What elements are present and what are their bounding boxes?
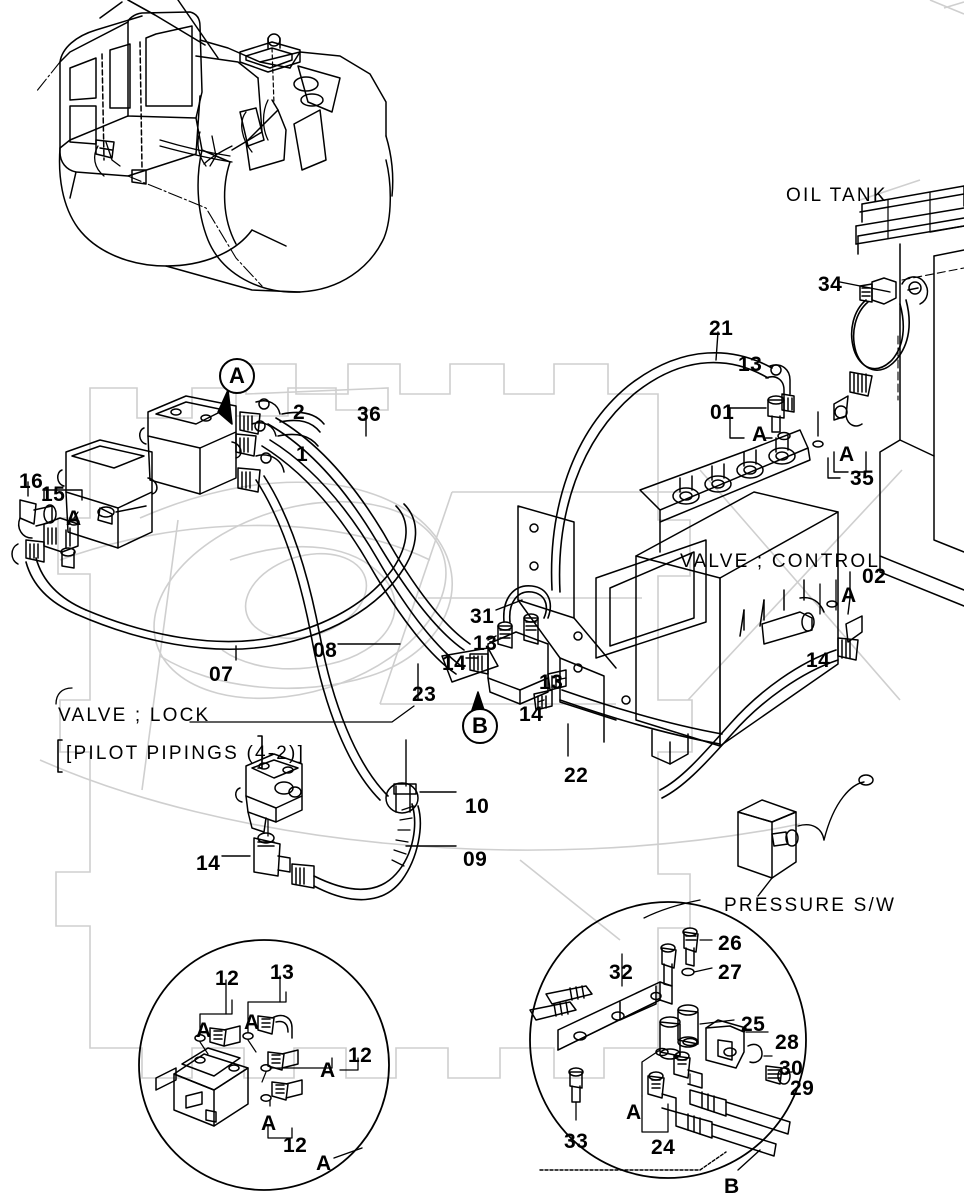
hoses-08-23-36 [235,398,471,801]
callout-cA4[interactable]: A [66,507,82,530]
valve-lock-assembly [55,687,457,901]
oil-tank-assembly [833,185,964,607]
callout-c31[interactable]: 31 [470,605,495,628]
callout-c21[interactable]: 21 [709,317,734,340]
callout-cA_a4[interactable]: A [261,1112,277,1135]
callout-c33[interactable]: 33 [564,1130,589,1153]
callout-c09[interactable]: 09 [463,848,488,871]
callout-cA_a2[interactable]: A [244,1011,260,1034]
valve-control-title: VALVE ; CONTROL [680,551,881,572]
valve-lock-title: VALVE ; LOCK [58,705,211,726]
callout-cA_b[interactable]: A [626,1101,642,1124]
left-valve-assembly [18,389,242,569]
callout-c15[interactable]: 15 [41,483,66,506]
callout-cA3[interactable]: A [841,584,857,607]
callout-c32[interactable]: 32 [609,961,634,984]
center-manifold [441,585,723,757]
pressure-switch-title: PRESSURE S/W [724,895,897,916]
detail-circle-a [138,939,390,1191]
callout-c02[interactable]: 02 [862,565,887,588]
detail-circle-b [529,899,807,1179]
callout-c30[interactable]: 30 [779,1057,804,1080]
machine-overview-illustration [35,0,394,293]
detail-balloon-b[interactable]: B [462,708,498,744]
callout-c24[interactable]: 24 [651,1136,676,1159]
valve-control-assembly [517,395,841,765]
callout-c27[interactable]: 27 [718,961,743,984]
callout-cA2[interactable]: A [839,443,855,466]
callout-cA_a3[interactable]: A [320,1059,336,1082]
callout-c36[interactable]: 36 [357,403,382,426]
callout-cA_a1[interactable]: A [196,1019,212,1042]
hose-02-right [659,571,863,799]
callout-cB_circle[interactable]: B [724,1175,740,1198]
callout-c35[interactable]: 35 [850,467,875,490]
callout-c2[interactable]: 2 [293,401,305,424]
callout-c12_a[interactable]: 12 [215,967,240,990]
callout-cA_circle[interactable]: A [316,1152,332,1175]
electrical-component [737,774,874,897]
callout-c1[interactable]: 1 [296,443,308,466]
callout-c28[interactable]: 28 [775,1031,800,1054]
callout-c08[interactable]: 08 [313,639,338,662]
callout-c14_right[interactable]: 14 [806,649,831,672]
callout-c13_a[interactable]: 13 [270,961,295,984]
callout-c14_m1[interactable]: 14 [442,652,467,675]
callout-c29[interactable]: 29 [790,1077,815,1100]
hose-21 [550,331,795,593]
callout-c26[interactable]: 26 [718,932,743,955]
callout-c13_top[interactable]: 13 [738,353,763,376]
detail-balloon-a[interactable]: A [219,358,255,394]
callout-c22[interactable]: 22 [564,764,589,787]
callout-c16[interactable]: 16 [19,470,44,493]
callout-c12_b[interactable]: 12 [348,1044,373,1067]
callout-c12_c[interactable]: 12 [283,1134,308,1157]
callout-c25[interactable]: 25 [741,1013,766,1036]
callout-c01[interactable]: 01 [710,401,735,424]
callout-c14_m2[interactable]: 14 [519,703,544,726]
oil-tank-title: OIL TANK [786,185,888,206]
callout-c13_m2[interactable]: 13 [539,671,564,694]
callout-c07[interactable]: 07 [209,663,234,686]
callout-cA1[interactable]: A [752,423,768,446]
callout-c23[interactable]: 23 [412,683,437,706]
callout-c14_lock[interactable]: 14 [196,852,221,875]
pilot-pipings-title: [PILOT PIPINGS (4-2)] [66,743,306,764]
callout-c13_m1[interactable]: 13 [473,632,498,655]
callout-c10[interactable]: 10 [465,795,490,818]
callout-c34[interactable]: 34 [818,273,843,296]
